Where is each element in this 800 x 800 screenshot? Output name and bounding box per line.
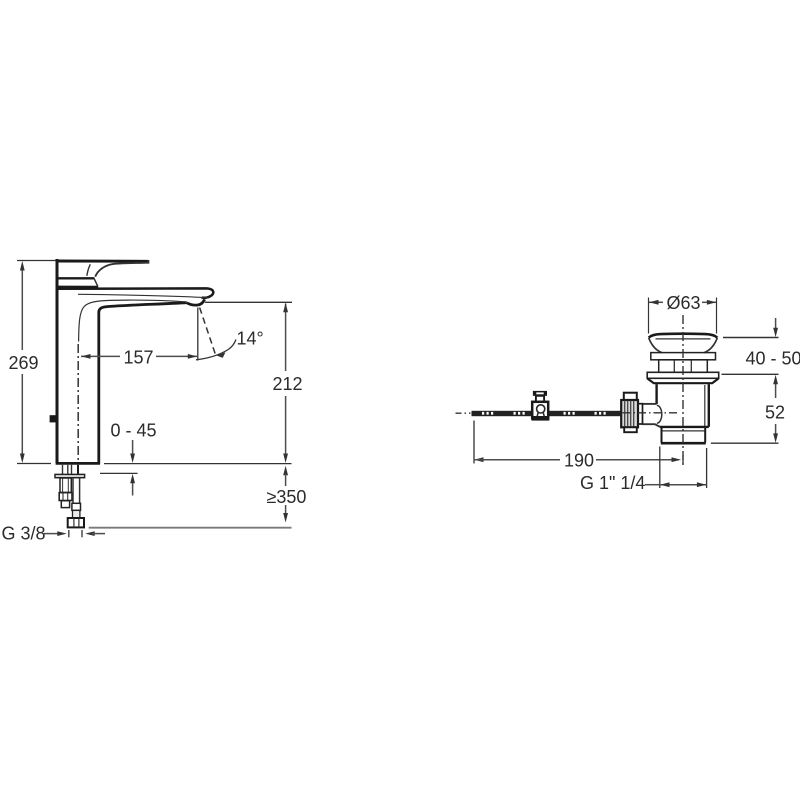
svg-text:190: 190	[564, 451, 594, 471]
svg-text:40 - 50: 40 - 50	[746, 348, 800, 368]
svg-text:212: 212	[273, 374, 303, 394]
svg-text:≥350: ≥350	[267, 487, 307, 507]
svg-text:52: 52	[765, 402, 785, 422]
svg-text:157: 157	[124, 348, 154, 368]
svg-text:G 3/8: G 3/8	[2, 524, 46, 544]
svg-text:Ø63: Ø63	[667, 293, 701, 313]
svg-text:269: 269	[9, 353, 39, 373]
svg-text:14°: 14°	[237, 329, 264, 349]
svg-text:0 - 45: 0 - 45	[111, 421, 157, 441]
svg-text:G 1" 1/4: G 1" 1/4	[580, 473, 645, 493]
